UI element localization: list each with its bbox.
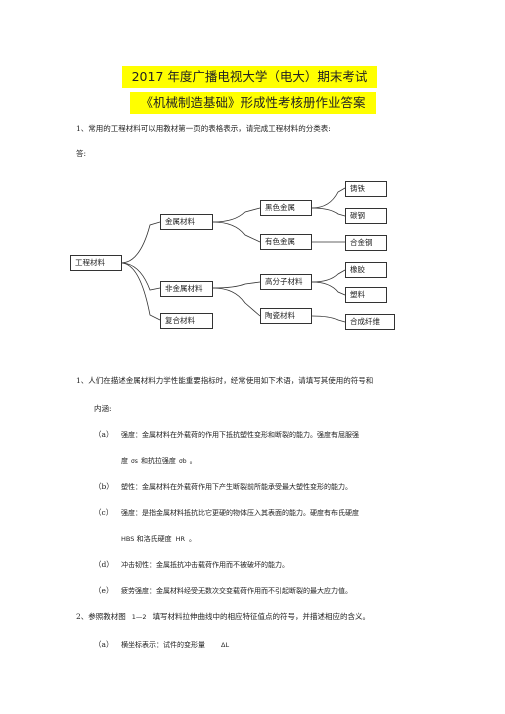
q2-item-a-end: 。 <box>189 457 197 465</box>
tree-node-metal-materials: 金属材料 <box>160 214 213 230</box>
tree-node-polymer-materials: 高分子材料 <box>260 274 312 290</box>
delta-l-symbol: ΔL <box>221 641 230 649</box>
q2-item-a-word: 度 <box>121 457 128 465</box>
q3-text-b: 填写材料拉伸曲线中的相应特征值点的符号，并描述相应的含义。 <box>152 612 371 621</box>
sigma-s-symbol: σs <box>131 458 138 465</box>
title-line-1: 2017 年度广播电视大学（电大）期末考试 <box>122 66 377 88</box>
q2-item-d-label: （d） <box>94 560 114 569</box>
tree-node-engineering-materials: 工程材料 <box>70 255 122 271</box>
q2-item-a-line1: 强度：金属材料在外载荷的作用下抵抗塑性变形和断裂的能力。强度有屈服强 <box>121 431 359 439</box>
title-line-2: 《机械制造基础》形成性考核册作业答案 <box>130 92 376 114</box>
q3-text-a: 2、参照教材图 <box>76 612 126 621</box>
q1-text: 1、常用的工程材料可以用教材第一页的表格表示，请完成工程材料的分类表: <box>76 124 331 133</box>
hbs-symbol: HBS <box>121 535 135 543</box>
tree-node-carbon-steel: 碳钢 <box>345 208 387 224</box>
q3-item-a-label: （a） <box>94 640 114 649</box>
tree-node-ferrous-metals: 黑色金属 <box>260 200 312 216</box>
q2-item-c-label: （c） <box>94 508 114 517</box>
tree-node-ceramic-materials: 陶瓷材料 <box>260 308 312 324</box>
q2-item-a-word2: 和抗拉强度 <box>140 457 176 465</box>
q2-text-cont: 内涵: <box>94 404 112 413</box>
q2-item-b-label: （b） <box>94 482 114 491</box>
tree-node-nonferrous-metals: 有色金属 <box>260 234 312 250</box>
q2-item-e-line1: 疲劳强度：金属材料经受无数次交变载荷作用而不引起断裂的最大应力值。 <box>121 587 352 595</box>
tree-node-alloy-steel: 合金钢 <box>345 235 387 251</box>
tree-node-nonmetal-materials: 非金属材料 <box>160 281 213 297</box>
q2-item-b-line1: 塑性：金属材料在外载荷作用下产生断裂前所能承受最大塑性变形的能力。 <box>121 483 352 491</box>
q2-item-c-word: 和洛氏硬度 <box>136 535 172 543</box>
tree-node-rubber: 橡胶 <box>345 262 387 278</box>
q2-item-c-line1: 强度：是指金属材料抵抗比它更硬的物体压入其表面的能力。硬度有布氏硬度 <box>121 509 359 517</box>
q3-figure-ref: 1—2 <box>131 613 147 621</box>
q3-item-a-text: 横坐标表示：试件的变形量 <box>121 641 205 649</box>
hr-symbol: HR <box>175 535 185 543</box>
q1-answer-label: 答: <box>76 149 87 158</box>
q2-item-d-line1: 冲击韧性：金属抵抗冲击载荷作用而不被破坏的能力。 <box>121 561 289 569</box>
q2-item-a-label: （a） <box>94 430 114 439</box>
q3-text: 2、参照教材图 1—2 填写材料拉伸曲线中的相应特征值点的符号，并描述相应的含义。 <box>76 612 370 622</box>
q2-text: 1、人们在描述金属材料力学性能重要指标时，经常使用如下术语，请填写其使用的符号和 <box>76 376 374 385</box>
tree-node-plastic: 塑料 <box>345 287 387 303</box>
q2-item-c-end: 。 <box>189 535 196 543</box>
tree-node-cast-iron: 铸铁 <box>345 181 387 197</box>
sigma-b-symbol: σb <box>178 458 187 465</box>
q3-item-a-line: 横坐标表示：试件的变形量 ΔL <box>121 640 229 650</box>
q2-item-e-label: （e） <box>94 586 114 595</box>
tree-node-composite-materials: 复合材料 <box>160 313 213 329</box>
tree-node-synthetic-fiber: 合成纤维 <box>345 314 395 330</box>
